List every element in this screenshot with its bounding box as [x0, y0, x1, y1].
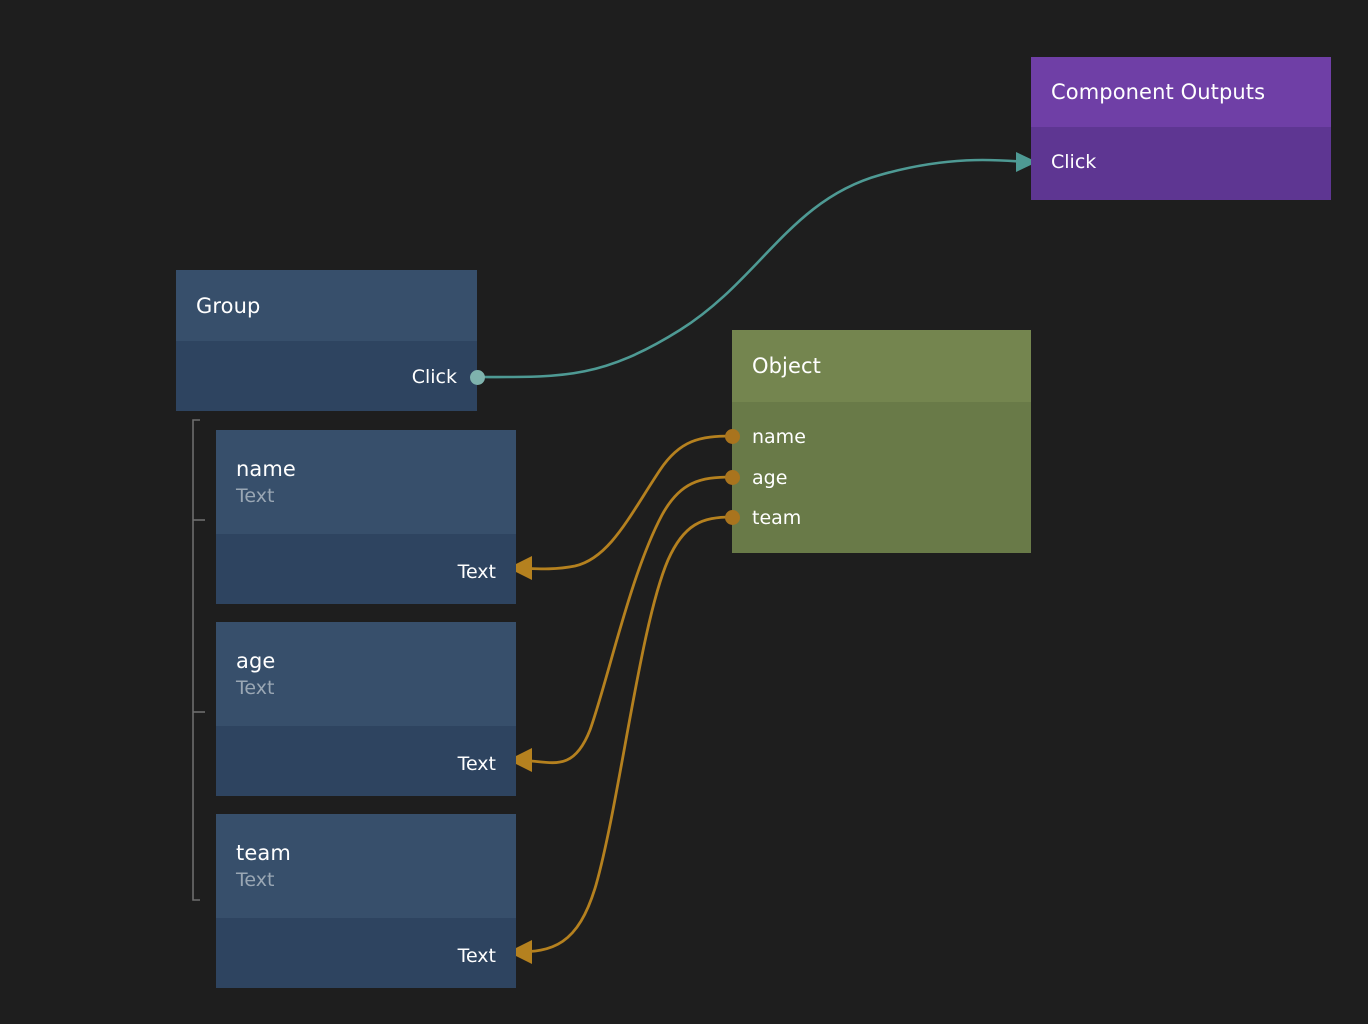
node-body[interactable]: Text	[216, 918, 516, 988]
orange-dot-icon[interactable]	[725, 470, 740, 485]
edge-object-name-to-child-name-text	[513, 434, 734, 571]
port-row-name-output[interactable]: name	[752, 426, 806, 448]
node-header[interactable]: age Text	[216, 622, 516, 726]
port-row-age-output[interactable]: age	[752, 467, 787, 489]
edge-object-team-to-child-team-text	[513, 515, 734, 954]
node-child-name[interactable]: name Text Text	[216, 430, 516, 604]
node-title: Group	[196, 293, 261, 318]
node-subtitle: Text	[236, 677, 275, 699]
port-row-text-input[interactable]: Text	[458, 945, 496, 967]
node-subtitle: Text	[236, 485, 275, 507]
node-header[interactable]: Object	[732, 330, 1031, 402]
port-row-click-input[interactable]: Click	[1051, 151, 1096, 173]
port-row-team-output[interactable]: team	[752, 507, 801, 529]
port-label: team	[752, 507, 802, 529]
node-body[interactable]: name age team	[732, 402, 1031, 553]
orange-dot-icon[interactable]	[725, 510, 740, 525]
node-subtitle: Text	[236, 869, 275, 891]
node-header[interactable]: name Text	[216, 430, 516, 534]
node-group[interactable]: Group Click	[176, 270, 477, 411]
port-label: name	[752, 426, 806, 448]
node-title: name	[236, 457, 296, 481]
port-row-click-output[interactable]: Click	[412, 366, 457, 388]
port-row-text-input[interactable]: Text	[458, 561, 496, 583]
port-label: age	[752, 467, 788, 489]
port-label: Click	[411, 366, 457, 388]
group-children-bracket	[192, 419, 205, 901]
node-body[interactable]: Click	[176, 341, 477, 411]
node-component-outputs[interactable]: Component Outputs Click	[1031, 57, 1331, 200]
node-body[interactable]: Click	[1031, 127, 1331, 200]
port-label: Text	[457, 945, 496, 967]
node-body[interactable]: Text	[216, 726, 516, 796]
port-label: Click	[1051, 151, 1097, 173]
node-header[interactable]: Component Outputs	[1031, 57, 1331, 127]
port-row-text-input[interactable]: Text	[458, 753, 496, 775]
node-body[interactable]: Text	[216, 534, 516, 604]
node-child-age[interactable]: age Text Text	[216, 622, 516, 796]
node-title: age	[236, 649, 276, 673]
node-header[interactable]: team Text	[216, 814, 516, 918]
node-title: Object	[752, 354, 821, 378]
node-title: team	[236, 841, 291, 865]
node-child-team[interactable]: team Text Text	[216, 814, 516, 988]
port-label: Text	[457, 753, 496, 775]
port-label: Text	[457, 561, 496, 583]
node-object[interactable]: Object name age team	[732, 330, 1031, 553]
teal-dot-icon[interactable]	[470, 370, 485, 385]
node-header[interactable]: Group	[176, 270, 477, 341]
node-title: Component Outputs	[1051, 80, 1266, 104]
edge-object-age-to-child-age-text	[513, 475, 734, 764]
orange-dot-icon[interactable]	[725, 429, 740, 444]
